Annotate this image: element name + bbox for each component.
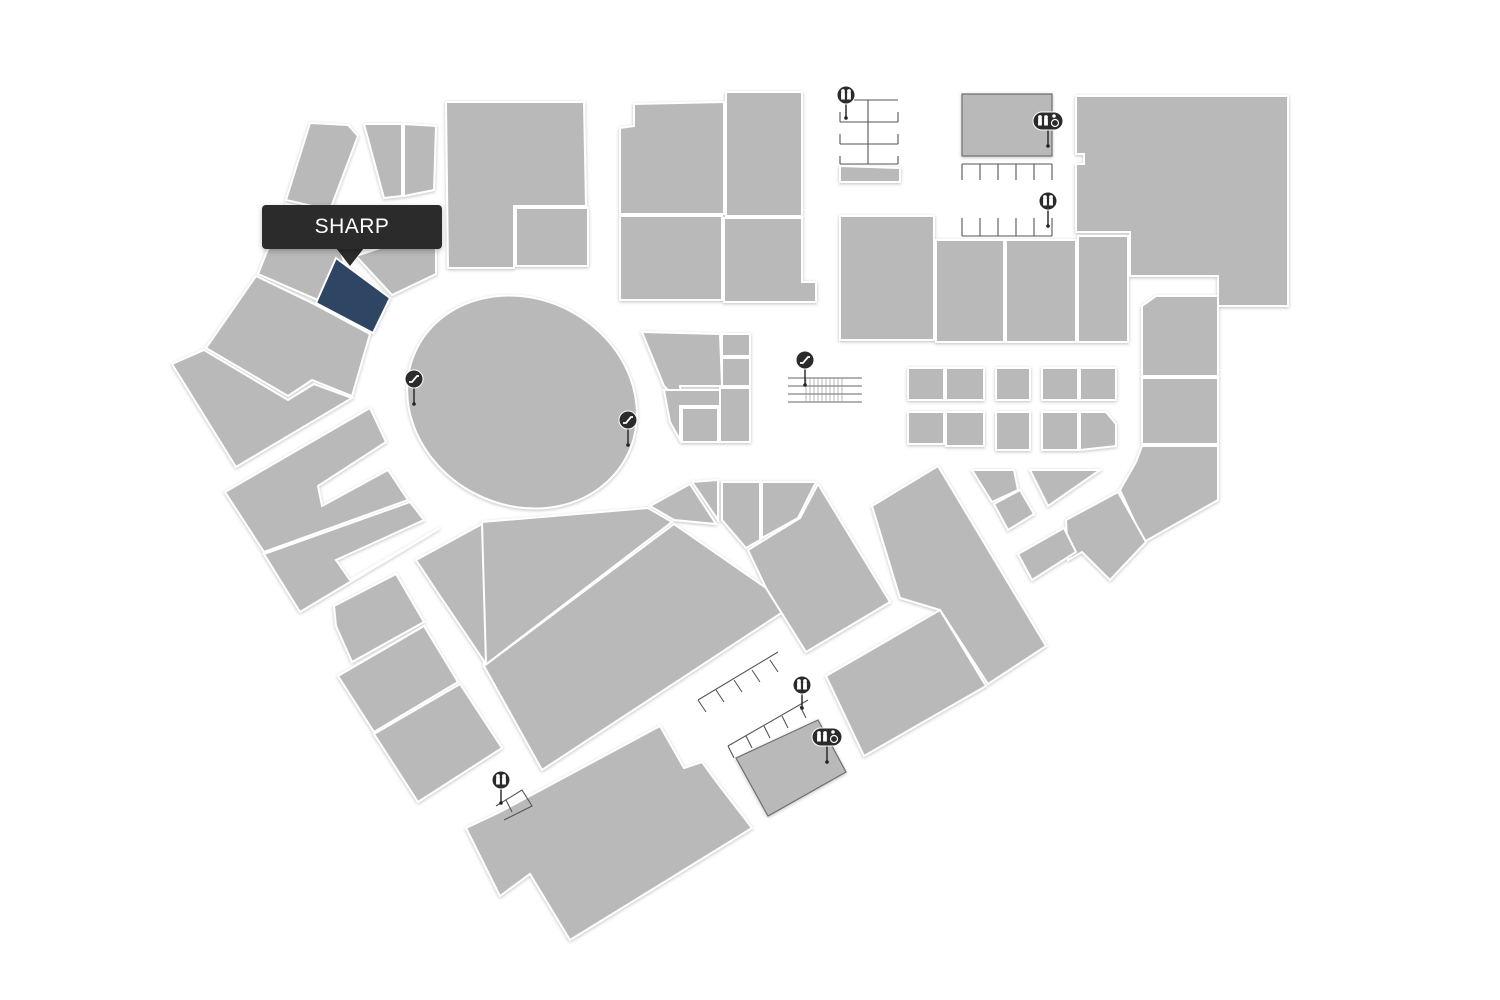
- store-unit[interactable]: [1041, 367, 1079, 401]
- store-unit[interactable]: [824, 608, 988, 758]
- store-unit[interactable]: [721, 481, 761, 550]
- store-unit[interactable]: [995, 411, 1031, 451]
- restroom-icon[interactable]: [1038, 191, 1058, 228]
- store-unit[interactable]: [1041, 411, 1079, 451]
- store-unit[interactable]: [907, 411, 945, 445]
- service-slots: [495, 99, 1053, 821]
- callout-pointer: [336, 248, 364, 266]
- restroom-accessible-icon[interactable]: [811, 727, 843, 764]
- store-unit[interactable]: [935, 239, 1005, 343]
- store-callout-label: SHARP: [262, 205, 442, 249]
- store-unit[interactable]: [870, 464, 1048, 686]
- store-unit[interactable]: [1141, 295, 1219, 377]
- store-unit[interactable]: [945, 411, 985, 447]
- store-unit[interactable]: [284, 121, 360, 212]
- store-unit[interactable]: [1079, 411, 1117, 452]
- store-unit[interactable]: [839, 164, 901, 183]
- escalator-icon[interactable]: [618, 410, 638, 447]
- store-unit[interactable]: [1028, 469, 1104, 508]
- store-unit[interactable]: [1064, 490, 1148, 582]
- store-unit[interactable]: [1079, 367, 1117, 401]
- store-sharp[interactable]: [314, 256, 392, 335]
- store-unit[interactable]: [746, 481, 892, 654]
- store-unit[interactable]: [690, 478, 719, 524]
- restroom-icon[interactable]: [491, 770, 511, 805]
- store-unit[interactable]: [403, 122, 438, 198]
- escalator-icon[interactable]: [795, 350, 815, 387]
- restroom-icon[interactable]: [836, 85, 856, 120]
- store-unit[interactable]: [721, 357, 751, 387]
- store-unit[interactable]: [995, 367, 1031, 401]
- store-unit[interactable]: [515, 207, 589, 267]
- store-unit[interactable]: [619, 215, 723, 301]
- store-unit[interactable]: [464, 724, 754, 942]
- store-unit[interactable]: [170, 348, 355, 469]
- store-unit[interactable]: [721, 333, 751, 357]
- store-unit[interactable]: [1141, 377, 1219, 445]
- store-unit[interactable]: [444, 101, 588, 269]
- store-unit[interactable]: [761, 481, 818, 540]
- store-unit[interactable]: [647, 482, 718, 526]
- store-unit[interactable]: [723, 217, 817, 303]
- store-unit[interactable]: [332, 572, 426, 664]
- restroom-icon[interactable]: [792, 675, 812, 710]
- anchor-store[interactable]: [1075, 95, 1289, 307]
- escalator-icon[interactable]: [404, 369, 424, 406]
- store-unit[interactable]: [992, 488, 1036, 532]
- restroom-building: [961, 93, 1053, 157]
- store-unit[interactable]: [1077, 235, 1129, 343]
- store-unit[interactable]: [619, 100, 725, 215]
- central-court: [406, 294, 638, 510]
- store-callout[interactable]: SHARP: [262, 205, 442, 266]
- store-unit[interactable]: [640, 330, 724, 407]
- store-unit[interactable]: [839, 215, 935, 341]
- store-unit[interactable]: [1016, 526, 1078, 582]
- stairs: [788, 377, 862, 403]
- store-unit[interactable]: [945, 367, 985, 401]
- store-unit[interactable]: [262, 500, 441, 614]
- restroom-accessible-icon[interactable]: [1032, 111, 1064, 148]
- store-unit[interactable]: [336, 624, 460, 734]
- store-unit[interactable]: [223, 406, 410, 554]
- store-unit[interactable]: [681, 407, 719, 443]
- store-unit[interactable]: [372, 682, 504, 804]
- store-unit[interactable]: [1005, 239, 1077, 343]
- store-unit[interactable]: [725, 91, 803, 217]
- store-unit[interactable]: [907, 367, 945, 401]
- store-unit[interactable]: [204, 274, 372, 398]
- store-unit[interactable]: [719, 387, 751, 443]
- store-unit[interactable]: [362, 123, 403, 200]
